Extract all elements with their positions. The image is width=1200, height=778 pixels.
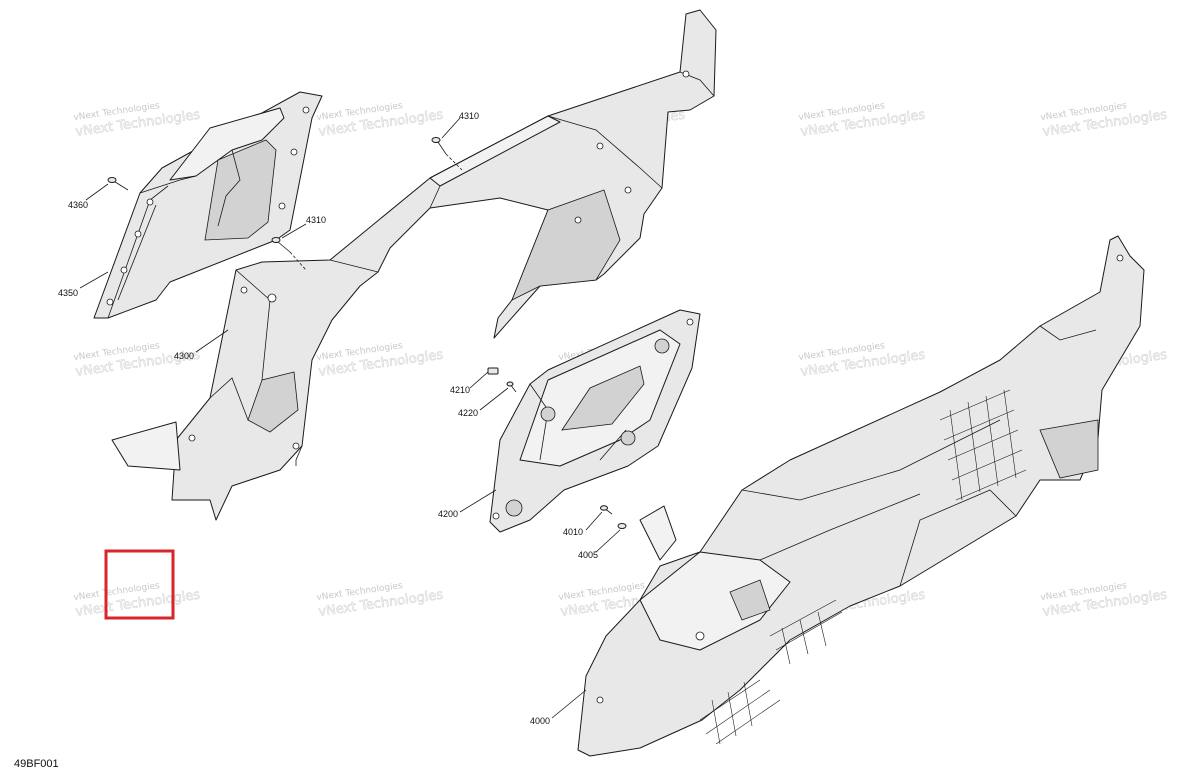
diagram-reference-code: 49BF001 bbox=[14, 758, 59, 770]
callout-4360: 4360 bbox=[68, 200, 88, 210]
assembly-lattice-bottom bbox=[699, 599, 843, 745]
part-4200-frame-panel[interactable] bbox=[489, 309, 701, 533]
assembly-lattice-right bbox=[939, 389, 1027, 501]
callout-4000: 4000 bbox=[530, 716, 550, 726]
fastener-4005-washer[interactable] bbox=[617, 523, 627, 529]
fastener-4360-screw[interactable] bbox=[107, 177, 129, 191]
leader-lines bbox=[79, 117, 621, 719]
callout-4010: 4010 bbox=[563, 527, 583, 537]
callout-4210: 4210 bbox=[450, 385, 470, 395]
callout-4350: 4350 bbox=[58, 288, 78, 298]
fastener-4210-clip[interactable] bbox=[487, 367, 499, 375]
part-4350-bracket-panel[interactable] bbox=[93, 91, 323, 319]
callout-4310-lower: 4310 bbox=[306, 215, 326, 225]
part-4300-main-panel[interactable] bbox=[111, 9, 717, 521]
callout-labels: 4360 4350 4310 4310 4300 4210 4220 4200 … bbox=[58, 111, 598, 726]
part-4000-lower-assembly[interactable] bbox=[577, 235, 1145, 757]
highlight-box bbox=[104, 549, 175, 620]
fastener-4220-pin[interactable] bbox=[506, 381, 517, 393]
fastener-4310b-screw[interactable] bbox=[271, 237, 307, 271]
fastener-4310a-screw[interactable] bbox=[431, 137, 463, 171]
callout-4300: 4300 bbox=[174, 351, 194, 361]
callout-4220: 4220 bbox=[458, 408, 478, 418]
fastener-4010-screw[interactable] bbox=[600, 505, 613, 515]
callout-4005: 4005 bbox=[578, 550, 598, 560]
callout-4310-upper: 4310 bbox=[459, 111, 479, 121]
callout-4200: 4200 bbox=[438, 509, 458, 519]
